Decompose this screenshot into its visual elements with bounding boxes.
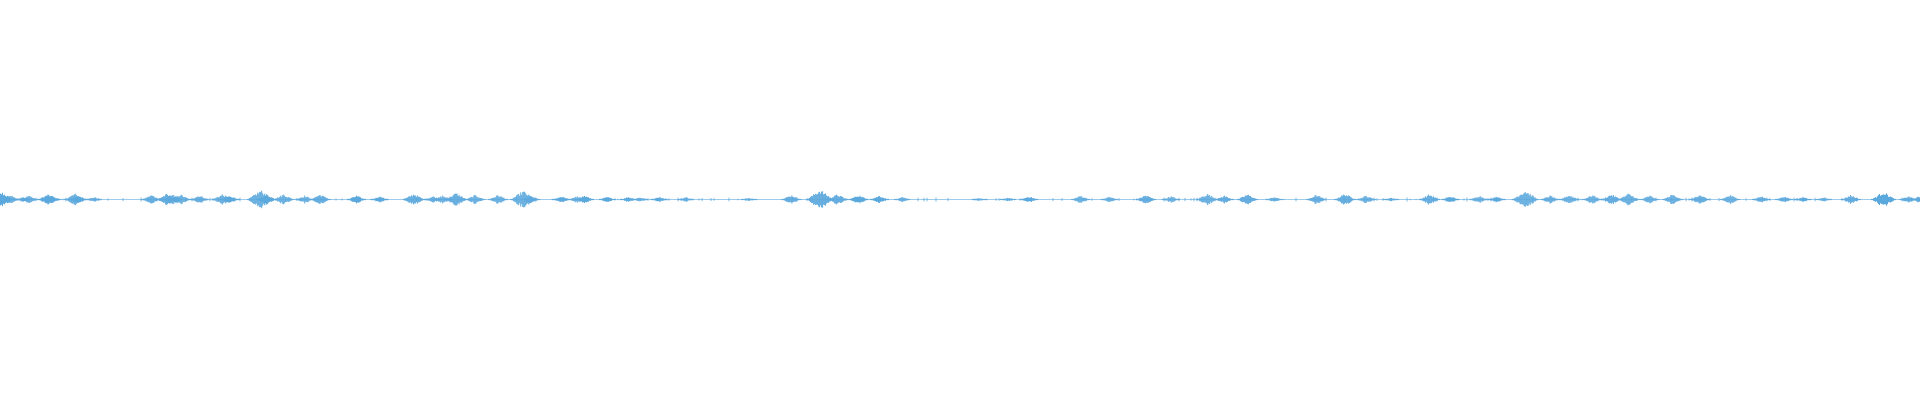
waveform-peaks [0,190,1920,209]
